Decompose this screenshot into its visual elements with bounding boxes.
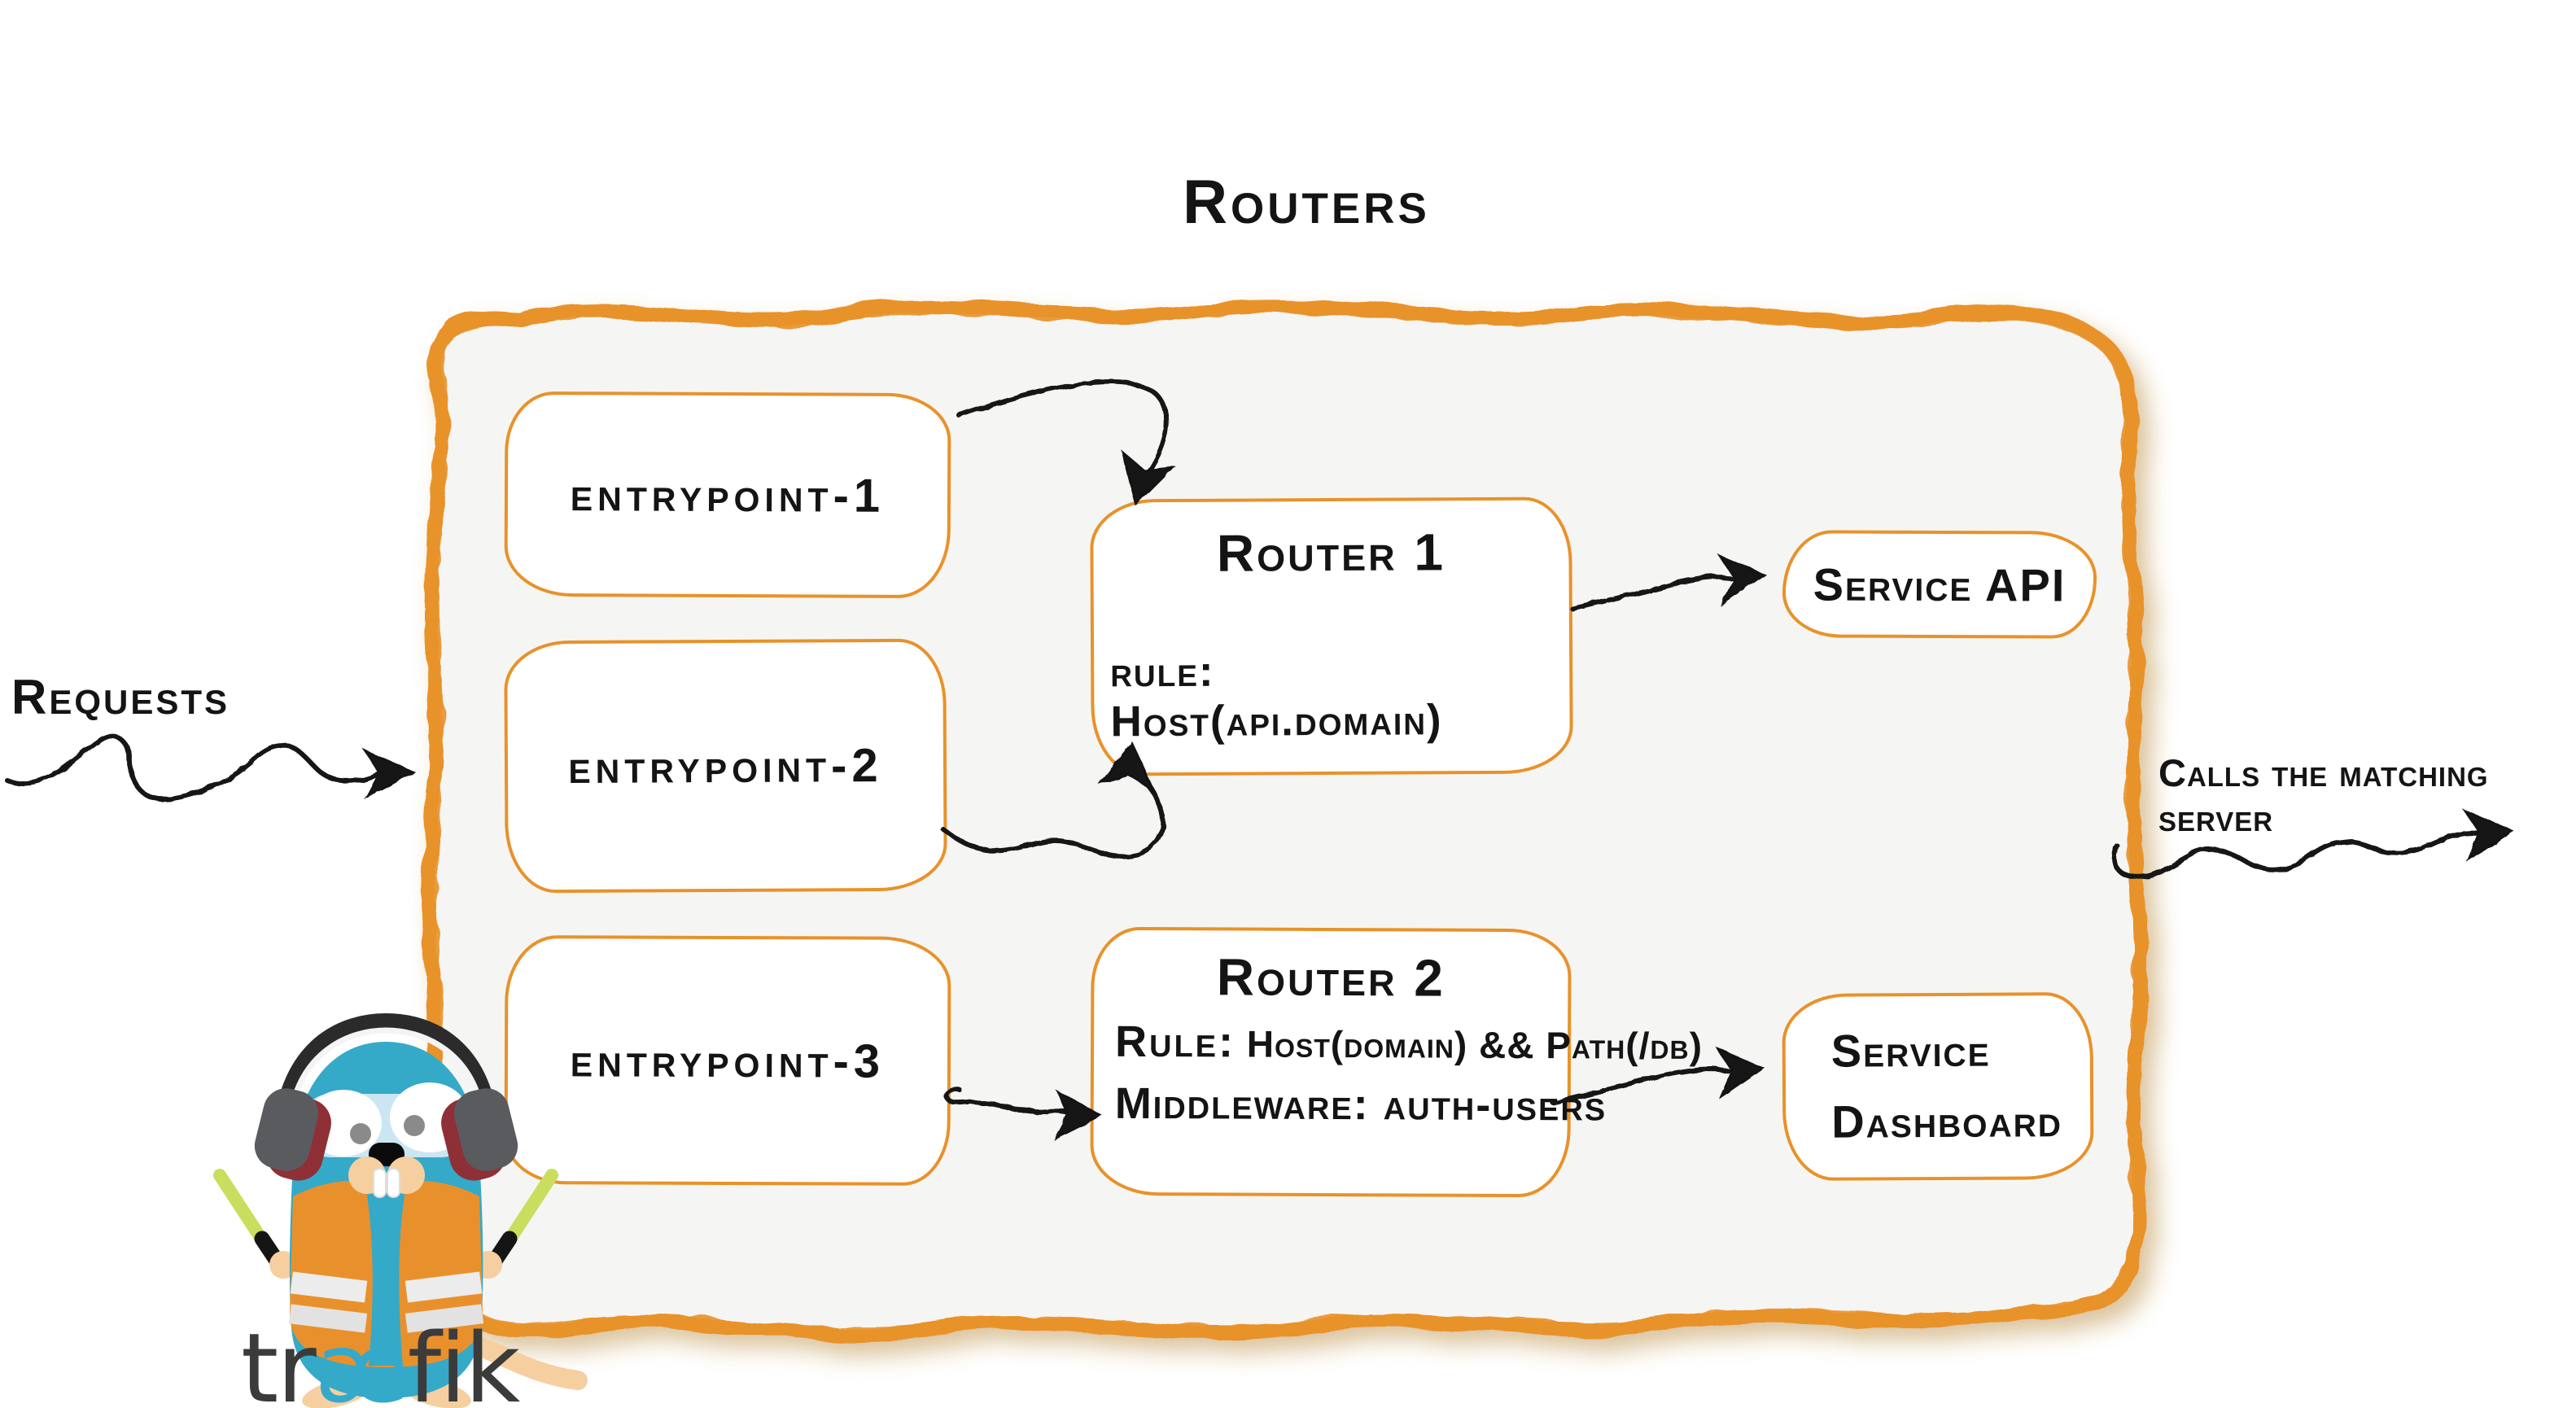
entrypoint-2-label: entrypoint-2 xyxy=(568,738,883,794)
service-api-box: Service API xyxy=(1782,530,2097,639)
entrypoint-1-box: entrypoint-1 xyxy=(504,391,951,599)
requests-arrow xyxy=(4,733,416,802)
wordmark-ae: æ xyxy=(314,1312,409,1408)
gopher-muzzle xyxy=(348,1157,425,1198)
router-1-rule: rule: Host(api.domain) xyxy=(1110,647,1443,746)
wordmark-post: fik xyxy=(407,1312,521,1408)
requests-label: Requests xyxy=(11,670,230,724)
entrypoint1-to-router1-arrow xyxy=(956,378,1176,506)
gopher-tail xyxy=(462,1333,588,1390)
router-1-name: Router 1 xyxy=(1216,523,1446,583)
service-dashboard-line2: Dashboard xyxy=(1831,1095,2063,1148)
entrypoint-2-box: entrypoint-2 xyxy=(504,638,947,894)
traefik-wordmark: træfik xyxy=(241,1312,521,1408)
router1-to-service-api-arrow xyxy=(1570,553,1767,611)
service-dashboard-box: Service Dashboard xyxy=(1782,992,2094,1181)
router-2-name: Router 2 xyxy=(1216,947,1446,1008)
wordmark-pre: tr xyxy=(241,1312,317,1408)
router-2-middleware: Middleware: auth-users xyxy=(1114,1078,1607,1130)
entrypoint-1-label: entrypoint-1 xyxy=(570,467,886,523)
page-title: Routers xyxy=(1183,168,1430,237)
calls-matching-server-label: Calls the matching server xyxy=(2158,751,2489,839)
service-dashboard-line1: Service xyxy=(1830,1024,1991,1077)
service-api-label: Service API xyxy=(1813,558,2066,611)
router-1-box: Router 1 rule: Host(api.domain) xyxy=(1090,496,1573,776)
router-2-box: Router 2 Rule: Host(domain) && Path(/db)… xyxy=(1090,926,1703,1198)
router-2-rule: Rule: Host(domain) && Path(/db) xyxy=(1114,1017,1703,1067)
entrypoint-3-label: entrypoint-3 xyxy=(570,1033,886,1088)
entrypoint3-to-router2-arrow xyxy=(943,1087,1103,1140)
entrypoint-3-box: entrypoint-3 xyxy=(504,935,951,1186)
